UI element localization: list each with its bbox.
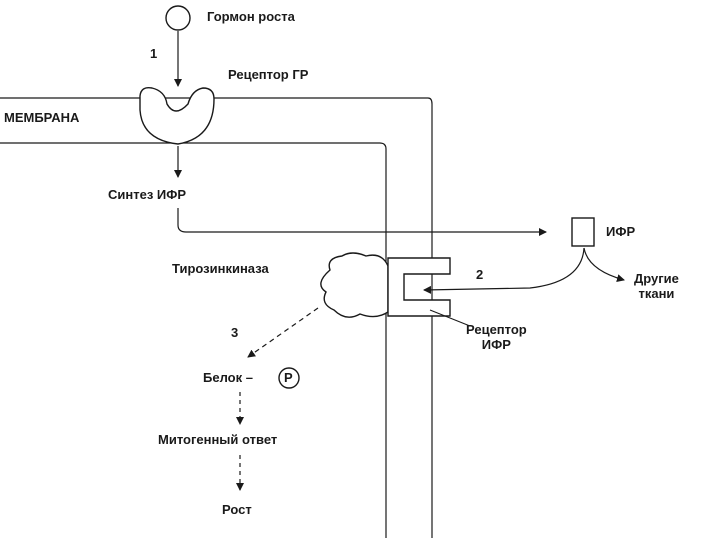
igf-receptor-pointer xyxy=(429,309,471,327)
membrane-inner-line xyxy=(0,142,387,538)
membrane-outer-line xyxy=(0,97,433,538)
label-growth: Рост xyxy=(222,502,252,517)
growth-hormone-shape xyxy=(165,5,191,31)
label-step-3: 3 xyxy=(231,325,239,340)
label-step-2: 2 xyxy=(476,267,484,282)
gh-receptor-shape xyxy=(139,86,215,145)
label-tyrosine-kinase: Тирозинкиназа xyxy=(172,261,269,276)
label-other-tissues: Другие ткани xyxy=(634,271,679,301)
phosphate-shape xyxy=(278,367,300,389)
tyrosine-kinase-shape xyxy=(320,252,389,318)
igf-shape xyxy=(571,217,595,247)
label-mitogenic-response: Митогенный ответ xyxy=(158,432,278,447)
label-igf-receptor: Рецептор ИФР xyxy=(466,322,527,352)
arrow-igf-to-other-tissues xyxy=(583,247,625,282)
label-gh-receptor: Рецептор ГР xyxy=(228,67,309,82)
arrow-synthesis-to-igf xyxy=(177,208,547,236)
label-igf: ИФР xyxy=(606,224,636,239)
label-step-1: 1 xyxy=(150,46,158,61)
label-igf-synthesis: Синтез ИФР xyxy=(108,187,187,202)
label-protein: Белок – xyxy=(203,370,253,385)
label-phosphate: P xyxy=(284,370,293,385)
arrow-kinase-to-protein xyxy=(247,307,319,358)
igf-receptor-shape xyxy=(387,257,451,317)
label-growth-hormone: Гормон роста xyxy=(207,9,295,24)
label-membrane: МЕМБРАНА xyxy=(4,110,80,125)
arrow-igf-to-igf-receptor xyxy=(423,247,585,294)
